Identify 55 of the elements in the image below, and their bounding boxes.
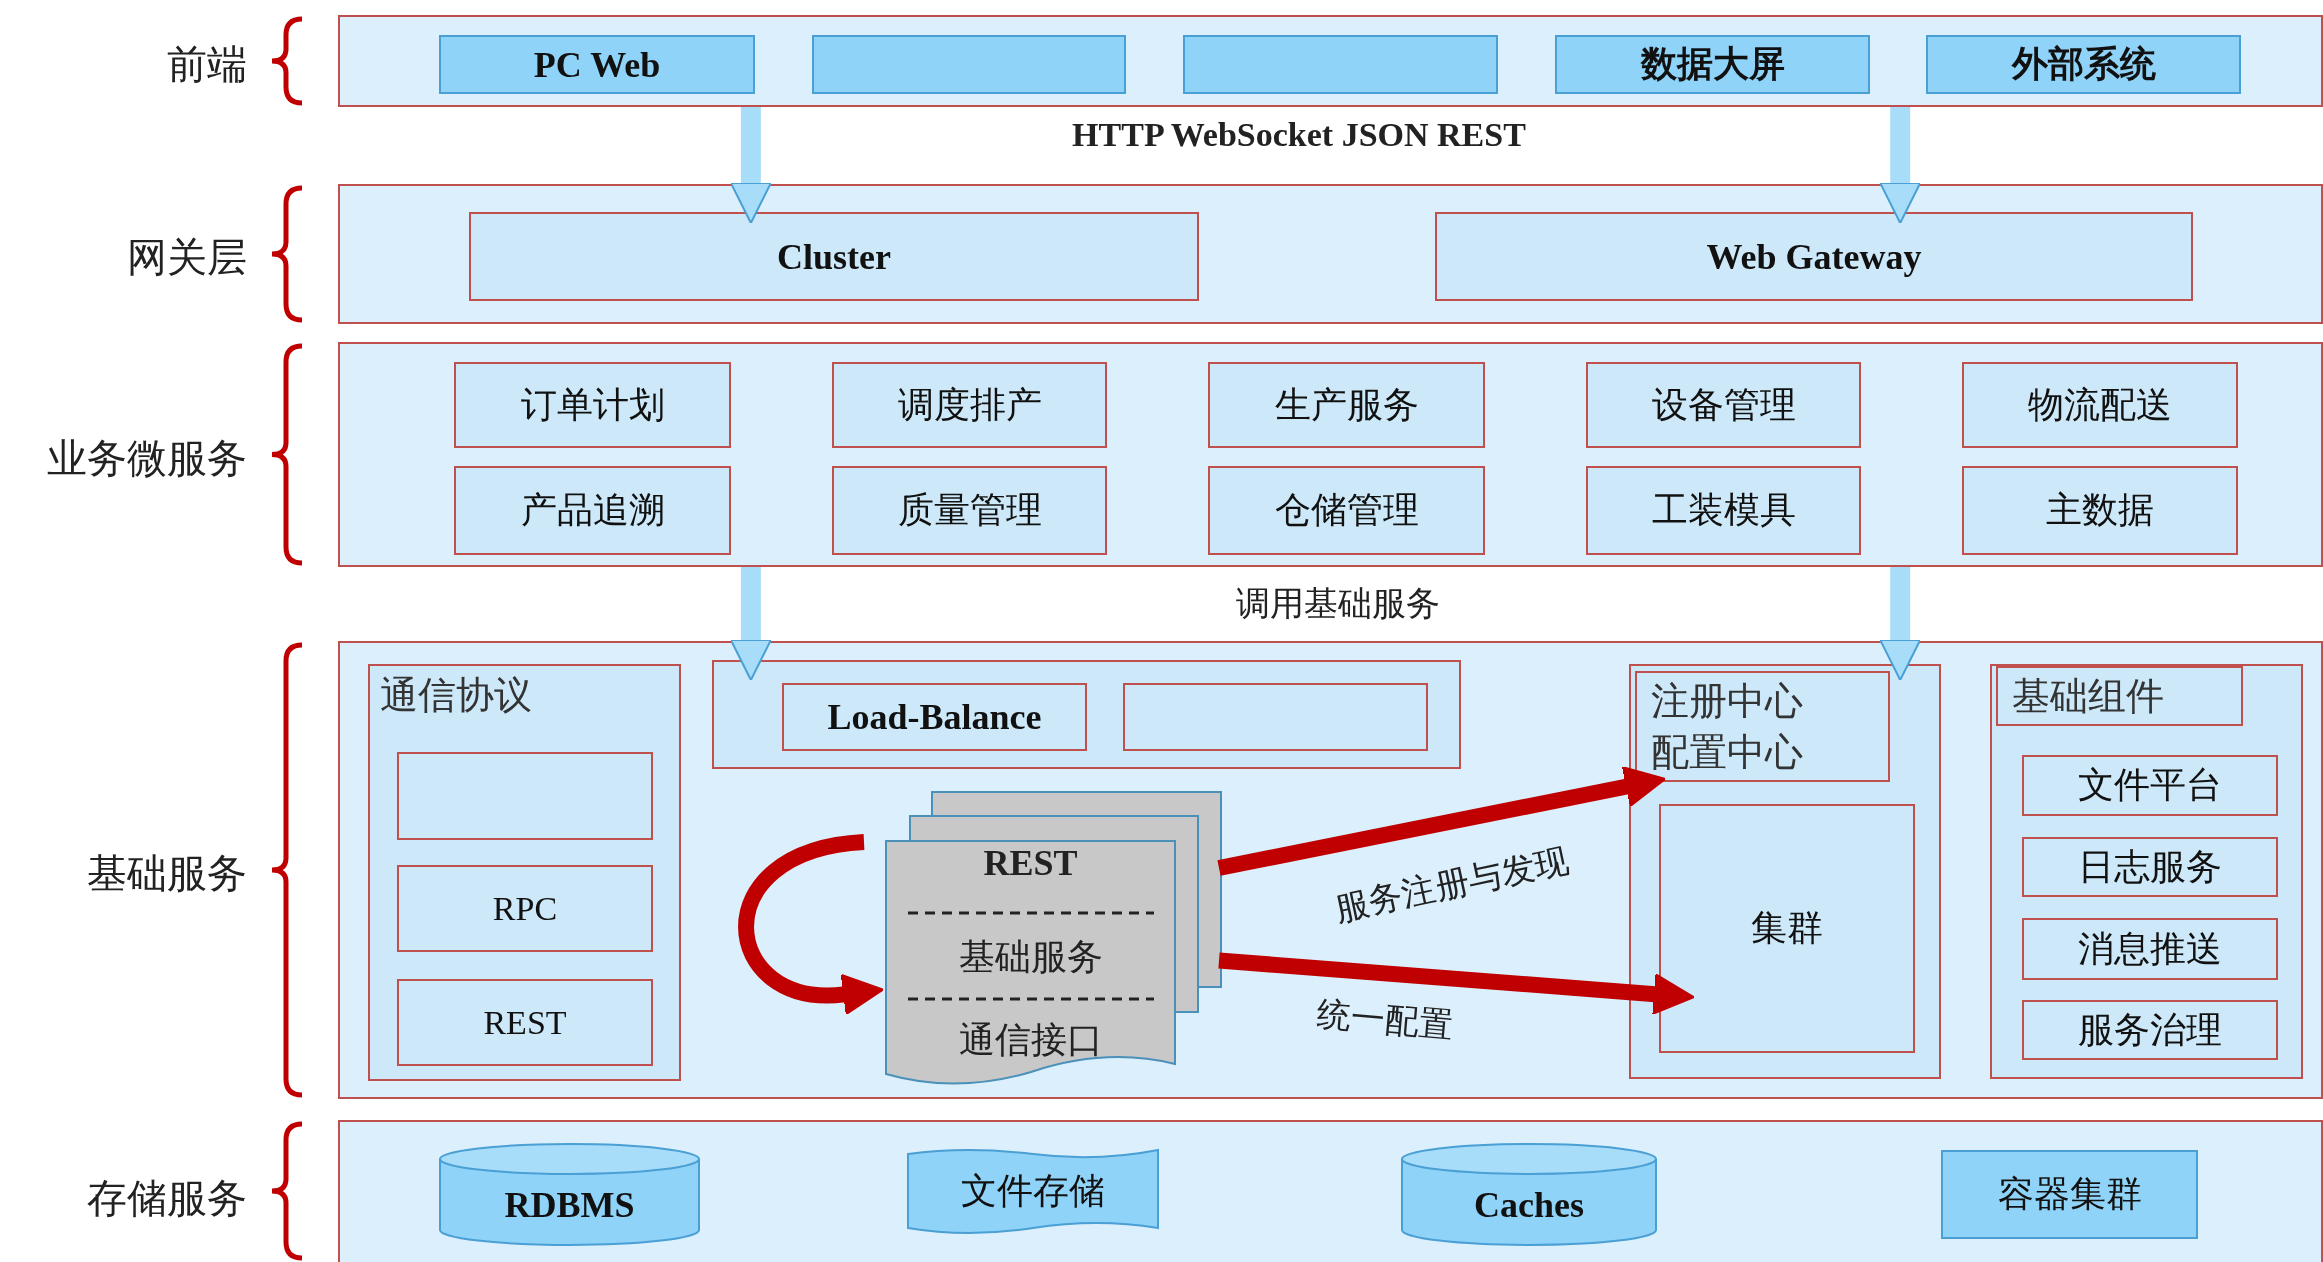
client-box: 外部系统 bbox=[1926, 35, 2241, 94]
gateway-box: Cluster bbox=[469, 212, 1199, 301]
group-box bbox=[368, 664, 681, 1081]
header-box bbox=[1996, 666, 2243, 726]
client-box: PC Web bbox=[439, 35, 755, 94]
group-title: 通信协议 bbox=[380, 672, 532, 719]
service-box: 生产服务 bbox=[1208, 362, 1485, 448]
layer-note: HTTP WebSocket JSON REST bbox=[1071, 116, 1527, 154]
service-box: 调度排产 bbox=[832, 362, 1107, 448]
storage-shape: 文件存储 bbox=[907, 1146, 1159, 1236]
cluster-box: 集群 bbox=[1659, 804, 1915, 1053]
arrow bbox=[738, 834, 885, 1016]
header-text: 配置中心 bbox=[1651, 728, 1803, 776]
layer-note: 调用基础服务 bbox=[1235, 582, 1441, 625]
client-box bbox=[812, 35, 1126, 94]
protocol-box: RPC bbox=[397, 865, 653, 952]
group-box bbox=[1990, 664, 2303, 1079]
component-box bbox=[1123, 683, 1428, 751]
layer-label: 基础服务 bbox=[86, 849, 247, 898]
service-box: 订单计划 bbox=[454, 362, 731, 448]
arrow bbox=[1217, 766, 1667, 876]
protocol-box bbox=[397, 752, 653, 840]
service-box: 设备管理 bbox=[1586, 362, 1861, 448]
component-box: Load-Balance bbox=[782, 683, 1087, 751]
storage-box: 容器集群 bbox=[1941, 1150, 2198, 1239]
database-cylinder: Caches bbox=[1401, 1143, 1657, 1246]
header-text: 注册中心 bbox=[1651, 677, 1803, 725]
gateway-box: Web Gateway bbox=[1435, 212, 2193, 301]
component-box: 日志服务 bbox=[2022, 837, 2278, 897]
layer-label: 网关层 bbox=[126, 233, 247, 282]
service-box: 工装模具 bbox=[1586, 466, 1861, 555]
arrow bbox=[1218, 952, 1695, 1016]
database-cylinder: RDBMS bbox=[439, 1143, 700, 1246]
header-text: 基础组件 bbox=[2012, 672, 2164, 720]
group-box bbox=[712, 660, 1461, 769]
layer-label: 存储服务 bbox=[86, 1174, 247, 1223]
component-box: 消息推送 bbox=[2022, 918, 2278, 980]
client-box: 数据大屏 bbox=[1555, 35, 1870, 94]
client-box bbox=[1183, 35, 1498, 94]
service-box: 主数据 bbox=[1962, 466, 2238, 555]
arrow bbox=[1879, 567, 1922, 681]
component-box: 文件平台 bbox=[2022, 755, 2278, 816]
service-box: 物流配送 bbox=[1962, 362, 2238, 448]
arrow bbox=[729, 107, 772, 224]
service-box: 质量管理 bbox=[832, 466, 1107, 555]
protocol-box: REST bbox=[397, 979, 653, 1066]
arrow bbox=[729, 567, 772, 681]
group-box bbox=[1629, 664, 1941, 1079]
layer-label: 前端 bbox=[166, 40, 247, 89]
layer-label: 业务微服务 bbox=[46, 433, 247, 483]
arrow bbox=[1879, 107, 1922, 224]
component-box: 服务治理 bbox=[2022, 1000, 2278, 1060]
service-box: 产品追溯 bbox=[454, 466, 731, 555]
service-box: 仓储管理 bbox=[1208, 466, 1485, 555]
header-box bbox=[1635, 671, 1890, 782]
